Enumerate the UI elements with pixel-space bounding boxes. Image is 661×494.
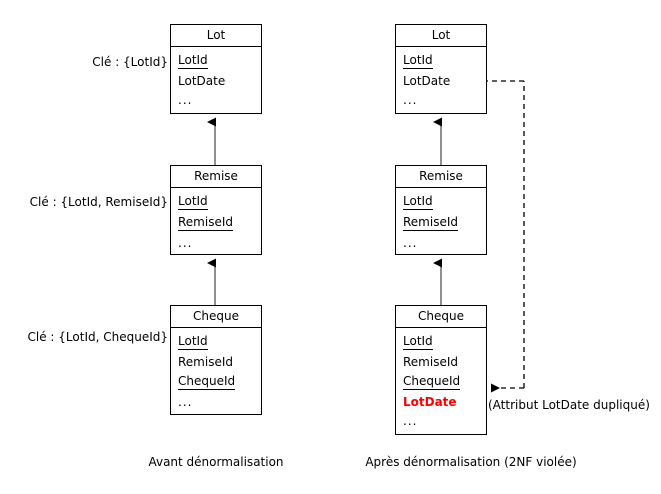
attribute-row: LotDate [178,74,226,88]
attribute-row: ... [178,93,193,107]
attribute-row: ... [178,395,193,409]
attribute-row: ... [403,236,418,250]
entity-right-remise-attributes: LotId RemiseId ... [396,188,486,256]
attribute-row: LotId [178,194,208,210]
attribute-row: RemiseId [403,355,458,369]
entity-right-lot[interactable]: Lot LotId LotDate ... [395,24,487,114]
attribute-row: RemiseId [178,215,233,231]
entity-left-remise[interactable]: Remise LotId RemiseId ... [170,165,262,255]
attribute-row: RemiseId [178,355,233,369]
entity-right-cheque-attributes: LotId RemiseId ChequeId LotDate ... [396,328,486,434]
entity-right-lot-attributes: LotId LotDate ... [396,47,486,113]
attribute-row: ChequeId [178,374,236,390]
entity-right-remise-title: Remise [396,166,486,188]
attribute-row: LotId [178,334,208,350]
entity-right-remise[interactable]: Remise LotId RemiseId ... [395,165,487,255]
entity-right-cheque[interactable]: Cheque LotId RemiseId ChequeId LotDate .… [395,305,487,435]
attribute-row: RemiseId [403,215,458,231]
entity-right-cheque-title: Cheque [396,306,486,328]
attribute-row: LotId [403,53,433,69]
annotation-duplicated-attribute: (Attribut LotDate dupliqué) [488,398,650,412]
attribute-row-lotdate-target: LotDate [403,74,451,88]
entity-left-remise-attributes: LotId RemiseId ... [171,188,261,256]
attribute-row: LotId [178,53,208,69]
attribute-row: LotId [403,334,433,350]
attribute-row: ... [403,414,418,428]
attribute-row: ... [403,93,418,107]
attribute-row-duplicated-lotdate: LotDate [403,395,457,409]
attribute-row: ... [178,236,193,250]
attribute-row: ChequeId [403,374,461,390]
entity-left-cheque[interactable]: Cheque LotId RemiseId ChequeId ... [170,305,262,415]
entity-left-lot-attributes: LotId LotDate ... [171,47,261,113]
entity-left-cheque-attributes: LotId RemiseId ChequeId ... [171,328,261,415]
entity-right-lot-title: Lot [396,25,486,47]
entity-left-cheque-title: Cheque [171,306,261,328]
key-label-lot: Clé : {LotId} [92,55,168,69]
entity-left-lot-title: Lot [171,25,261,47]
caption-before-denormalization: Avant dénormalisation [148,455,284,469]
entity-left-remise-title: Remise [171,166,261,188]
entity-left-lot[interactable]: Lot LotId LotDate ... [170,24,262,114]
key-label-remise: Clé : {LotId, RemiseId} [29,195,168,209]
key-label-cheque: Clé : {LotId, ChequeId} [27,330,168,344]
caption-after-denormalization: Après dénormalisation (2NF violée) [365,455,577,469]
attribute-row: LotId [403,194,433,210]
